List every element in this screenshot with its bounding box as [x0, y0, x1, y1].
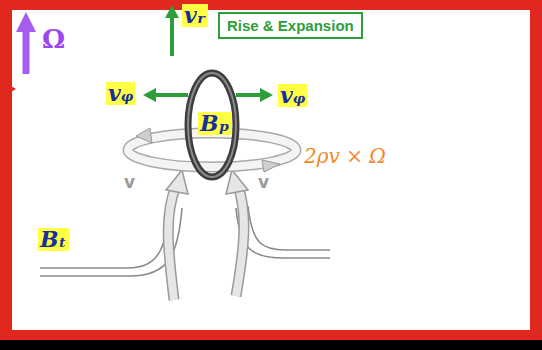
rise-arrow — [170, 16, 174, 56]
upflow-head — [166, 170, 188, 194]
coriolis-label: 2ρv × Ω — [304, 146, 386, 167]
upflow-outline — [168, 186, 176, 300]
box-title: Rise & Expansion — [227, 18, 354, 35]
velocity-label: vᵣ — [182, 4, 208, 27]
title-box: Rise & Expansion — [218, 12, 363, 39]
swirl-head — [136, 128, 152, 143]
expansion-arrowhead — [260, 88, 273, 102]
white-panel — [12, 10, 530, 330]
swirl-head — [262, 160, 280, 172]
rotation-arrow — [23, 28, 30, 74]
upflow-body — [236, 186, 244, 296]
flow-label: v — [258, 174, 269, 192]
field-label: Bₚ — [198, 112, 232, 135]
upflow-outline — [236, 186, 244, 296]
expansion-arrowhead — [143, 88, 156, 102]
flux-line — [248, 206, 330, 250]
rotation-arrowhead — [16, 12, 36, 32]
upflow-head — [226, 170, 248, 194]
rotation-label: Ω — [42, 26, 65, 53]
poloidal-ring — [188, 73, 236, 177]
flow-label: v — [124, 174, 135, 192]
expansion-arrow — [236, 93, 262, 97]
poloidal-ring-sheen — [188, 73, 236, 177]
upflow-arrows — [166, 170, 248, 300]
red-pointer — [4, 82, 16, 96]
velocity-label: vᵩ — [106, 82, 135, 105]
red-frame — [0, 0, 542, 340]
velocity-label: vᵩ — [278, 84, 307, 107]
expansion-arrow — [154, 93, 188, 97]
field-label: Bₜ — [38, 228, 69, 251]
upflow-body — [168, 186, 176, 300]
rise-arrowhead — [165, 5, 179, 18]
flux-tube — [40, 205, 330, 276]
